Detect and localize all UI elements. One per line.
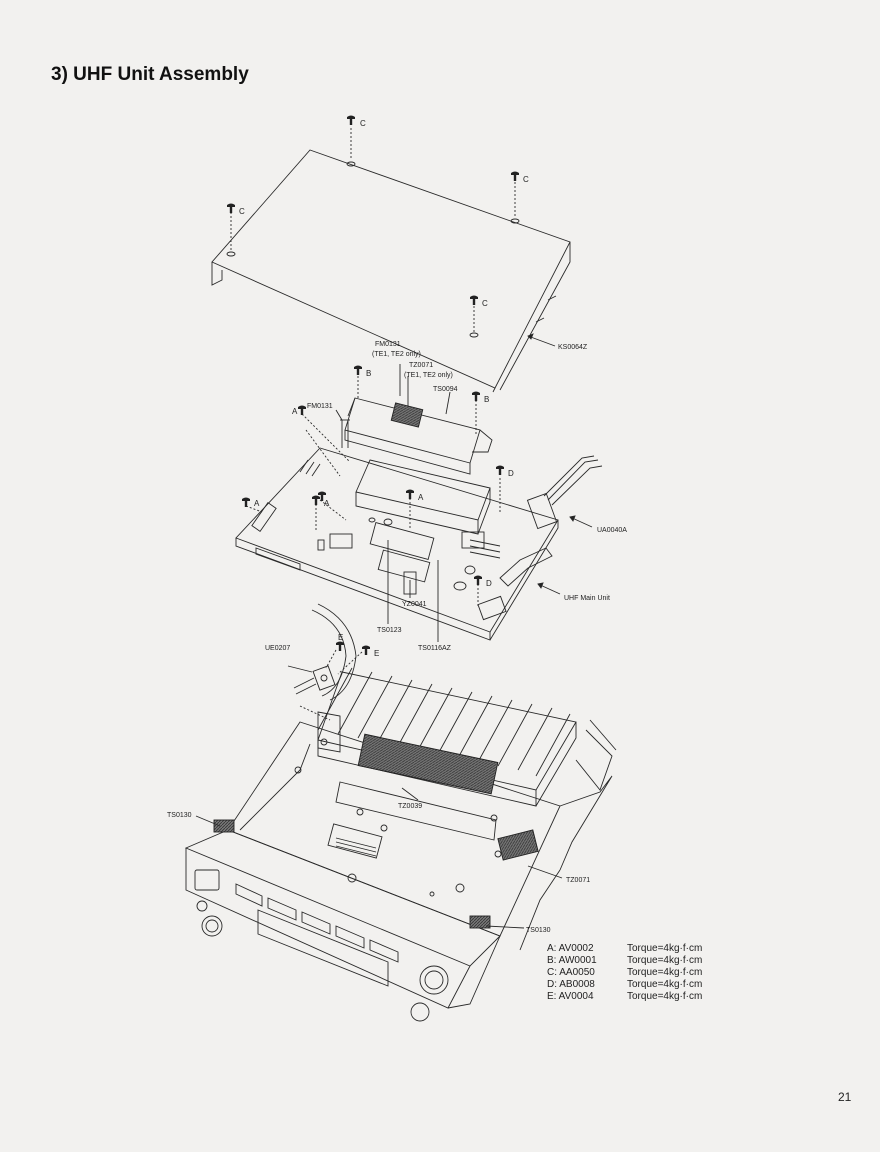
label-ue0207: UE0207 (265, 645, 290, 652)
cable-ua0040a (526, 455, 603, 530)
legend-torque: Torque=4kg·f·cm (627, 955, 703, 966)
legend-screw-code: D: AB0008 (547, 979, 595, 990)
label-ks0064z: KS0064Z (558, 344, 588, 351)
label-ts0130-right: TS0130 (526, 927, 551, 934)
legend-screw-code: C: AA0050 (547, 967, 595, 978)
screw-label-c: C (482, 299, 488, 308)
label-tz0071-right: TZ0071 (566, 877, 590, 884)
label-ts0094: TS0094 (433, 386, 458, 393)
screw-label-d: D (486, 579, 492, 588)
label-fm0131-side: FM0131 (307, 403, 333, 410)
page-number: 21 (838, 1090, 852, 1104)
label-fm0131-top: FM0131 (375, 341, 401, 348)
screw-label-c: C (239, 207, 245, 216)
label-ts0130-left: TS0130 (167, 812, 192, 819)
legend-row: E: AV0004 Torque=4kg·f·cm (547, 991, 702, 1003)
screw-label-a: A (292, 407, 298, 416)
label-yz0041: YZ0041 (402, 601, 427, 608)
screw-label-e: E (374, 649, 379, 658)
screws (227, 115, 519, 655)
uhf-main-unit-board (235, 447, 559, 641)
screw-label-a: A (418, 493, 424, 502)
label-tz0071-top: TZ0071 (409, 362, 433, 369)
screw-label-b: B (366, 369, 371, 378)
legend-screw-code: E: AV0004 (547, 991, 594, 1002)
inner-module (355, 459, 491, 535)
legend-torque: Torque=4kg·f·cm (627, 943, 703, 954)
legend-row: A: AV0002 Torque=4kg·f·cm (547, 943, 702, 955)
connector-ue0207 (287, 603, 357, 701)
legend-screw-code: B: AW0001 (547, 955, 597, 966)
legend-row: C: AA0050 Torque=4kg·f·cm (547, 967, 702, 979)
label-uhf-main-unit: UHF Main Unit (564, 595, 610, 602)
legend-torque: Torque=4kg·f·cm (627, 991, 703, 1002)
top-cover (211, 149, 571, 393)
screw-label-a: A (254, 499, 260, 508)
screw-label-c: C (360, 119, 366, 128)
legend-torque: Torque=4kg·f·cm (627, 967, 703, 978)
screw-label-c: C (523, 175, 529, 184)
legend-torque: Torque=4kg·f·cm (627, 979, 703, 990)
page-title: 3) UHF Unit Assembly (51, 64, 249, 85)
label-fm0131-top-note: (TE1, TE2 only) (372, 351, 421, 358)
shield-ts0094 (344, 397, 493, 475)
screw-label-b: B (484, 395, 489, 404)
screw-label-e: E (338, 633, 343, 642)
label-tz0039: TZ0039 (398, 803, 422, 810)
label-ts0116az: TS0116AZ (418, 645, 452, 652)
label-ua0040a: UA0040A (597, 527, 627, 534)
front-panel (194, 869, 449, 1022)
label-ts0123: TS0123 (377, 627, 402, 634)
screw-label-d: D (508, 469, 514, 478)
screw-label-a: A (324, 499, 330, 508)
screw-torque-legend: A: AV0002 Torque=4kg·f·cm B: AW0001 Torq… (547, 943, 702, 1003)
label-tz0071-top-note: (TE1, TE2 only) (404, 372, 453, 379)
legend-row: D: AB0008 Torque=4kg·f·cm (547, 979, 702, 991)
legend-row: B: AW0001 Torque=4kg·f·cm (547, 955, 702, 967)
legend-screw-code: A: AV0002 (547, 943, 594, 954)
